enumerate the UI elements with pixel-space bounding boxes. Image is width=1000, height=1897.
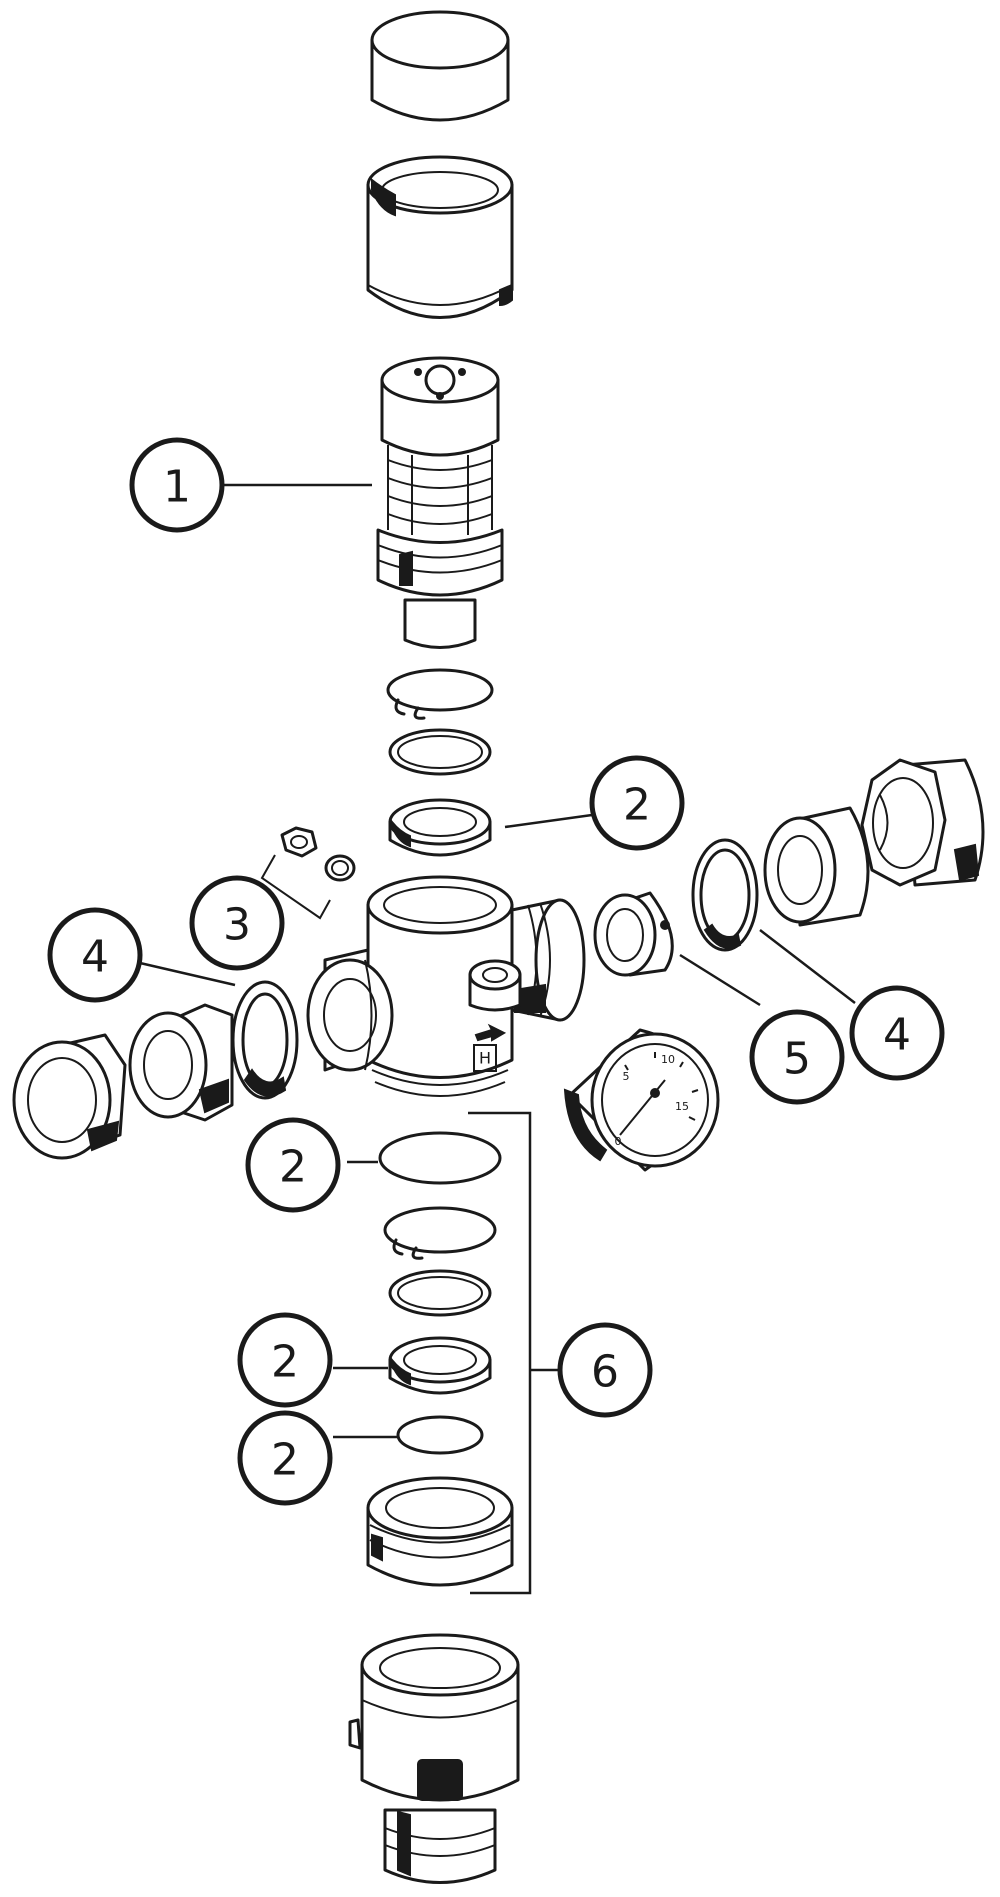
- callout-2-lower-c: 2: [237, 1410, 333, 1506]
- callout-label: 4: [81, 932, 109, 983]
- callout-label: 2: [271, 1435, 299, 1486]
- pressure-reducer-cartridge: [376, 356, 504, 649]
- gauge-insert: [593, 891, 674, 977]
- callout-5: 5: [749, 1009, 845, 1105]
- o-ring-large-lower: [378, 1131, 502, 1185]
- valve-body: H: [306, 875, 586, 1097]
- gauge-tick-15: 15: [675, 1100, 689, 1113]
- seal-ring-upper: [388, 798, 492, 857]
- leader-lines: [139, 483, 856, 1595]
- body-marking-box: [473, 1044, 497, 1072]
- bottom-housing: [348, 1633, 520, 1884]
- callout-label: 2: [271, 1337, 299, 1388]
- circlip-upper: [386, 668, 494, 720]
- callout-4-right: 4: [849, 985, 945, 1081]
- filter-bowl-sleeve: [366, 155, 514, 319]
- threaded-adapter: [366, 1476, 514, 1587]
- callout-label: 2: [623, 780, 651, 831]
- callout-label: 3: [223, 900, 251, 951]
- top-cap: [370, 10, 510, 122]
- union-nut-left: [12, 1033, 127, 1160]
- seal-ring-lower: [388, 1336, 492, 1395]
- callout-label: 1: [163, 462, 191, 513]
- union-nut-right: [860, 758, 985, 887]
- callout-1: 1: [129, 437, 225, 533]
- callout-label: 6: [591, 1347, 619, 1398]
- callout-2-lower-a: 2: [245, 1117, 341, 1213]
- plug-and-washer: [260, 826, 356, 920]
- o-ring-lower: [388, 1269, 492, 1317]
- gauge-tick-0: 0: [615, 1135, 622, 1148]
- circlip-lower: [383, 1206, 497, 1260]
- callout-label: 5: [783, 1034, 811, 1085]
- flat-ring-left: [231, 980, 299, 1100]
- pressure-gauge: 0 5 10 15: [563, 1028, 720, 1172]
- callout-label: 2: [279, 1142, 307, 1193]
- callout-2-upper: 2: [589, 755, 685, 851]
- o-ring-upper: [388, 728, 492, 776]
- flat-ring-right: [691, 838, 759, 952]
- gauge-tick-10: 10: [661, 1053, 675, 1066]
- callout-2-lower-b: 2: [237, 1312, 333, 1408]
- callout-label: 4: [883, 1010, 911, 1061]
- tailpiece-right: [763, 806, 870, 927]
- callout-6: 6: [557, 1322, 653, 1418]
- callout-4-left: 4: [47, 907, 143, 1003]
- gauge-tick-5: 5: [623, 1070, 630, 1083]
- tailpiece-left: [128, 1003, 234, 1122]
- callout-3: 3: [189, 875, 285, 971]
- o-ring-small-lower: [396, 1415, 484, 1455]
- body-marking: H: [479, 1049, 491, 1068]
